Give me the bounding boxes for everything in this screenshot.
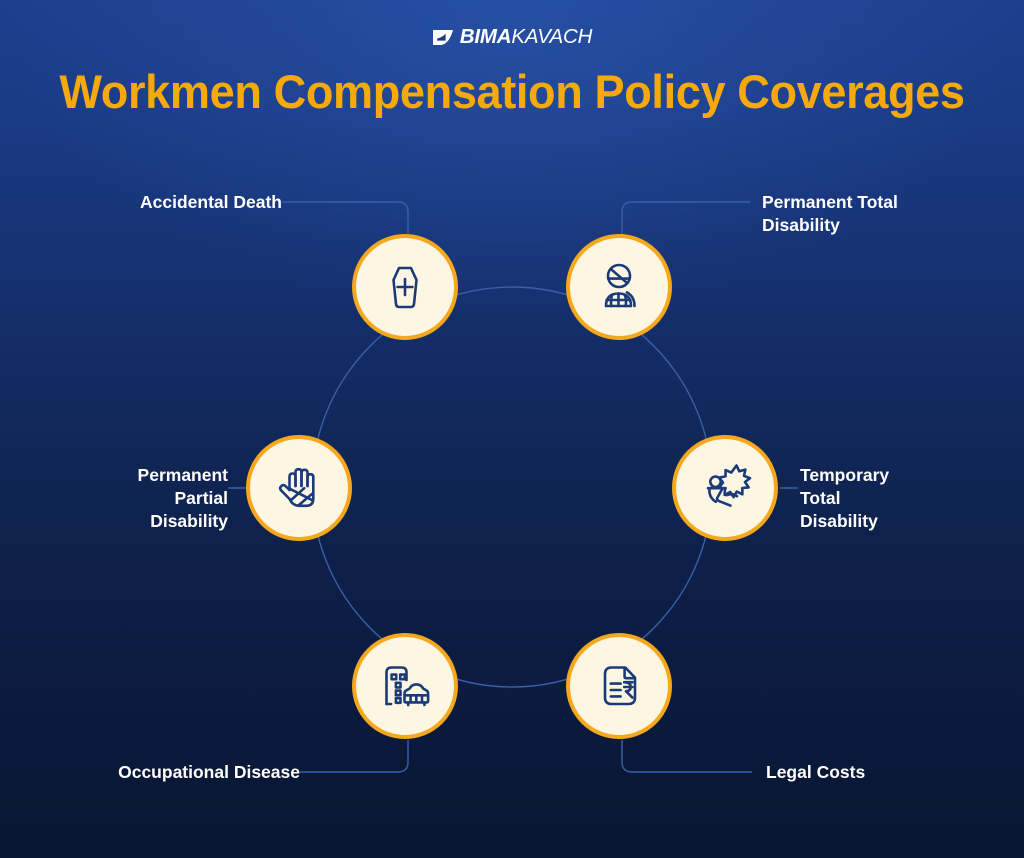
connector-occupational-disease [300, 740, 409, 773]
connector-permanent-total-disability [621, 201, 750, 236]
node-permanent-partial-disability[interactable] [246, 435, 352, 541]
label-occupational-disease: Occupational Disease [118, 762, 300, 782]
bandaged-hand-icon [278, 467, 315, 508]
bandaged-person-icon [604, 263, 636, 308]
person-falling-impact-icon [706, 464, 752, 507]
label-temporary-total-disability: Temporary Total Disability [800, 465, 890, 532]
label-legal-costs: Legal Costs [766, 762, 866, 782]
page-title: Workmen Compensation Policy Coverages [59, 65, 965, 118]
connector-legal-costs [621, 740, 752, 773]
building-vehicle-icon [385, 666, 430, 707]
hub-ring [311, 286, 713, 688]
node-occupational-disease[interactable] [352, 633, 458, 739]
node-legal-costs[interactable] [566, 633, 672, 739]
label-accidental-death: Accidental Death [140, 192, 282, 212]
label-permanent-total-disability: Permanent Total Disability [762, 192, 898, 236]
connector-accidental-death [282, 201, 409, 236]
shield-wing-icon [432, 29, 453, 45]
coffin-cross-icon [392, 266, 418, 309]
node-temporary-total-disability[interactable] [672, 435, 778, 541]
node-permanent-total-disability[interactable] [566, 234, 672, 340]
brand-name-bold: BIMA [459, 25, 512, 48]
node-accidental-death[interactable] [352, 234, 458, 340]
brand-name-light: KAVACH [511, 25, 593, 48]
brand-wordmark: BIMAKAVACH [459, 25, 593, 48]
label-permanent-partial-disability: Permanent Partial Disability [137, 465, 228, 532]
document-rupee-icon [603, 666, 637, 706]
brand-logo: BIMAKAVACH [0, 25, 1024, 48]
